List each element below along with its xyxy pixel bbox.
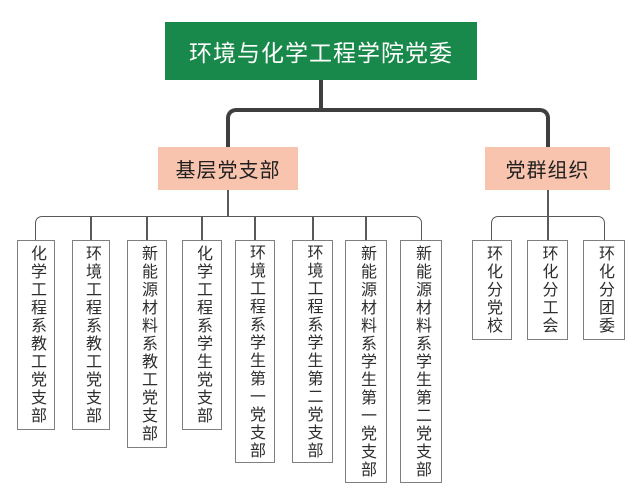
org-node-leaf: 新能源材料系学生第二党支部 [400, 240, 442, 483]
org-node-leaf: 新能源材料系教工党支部 [127, 240, 167, 448]
connector-child-stub [201, 217, 203, 240]
org-node-leaf: 环境工程系学生第二党支部 [292, 240, 333, 463]
org-node-leaf: 化学工程系教工党支部 [17, 240, 55, 430]
leaf-label: 环境工程系教工党支部 [83, 245, 100, 425]
connector-root-stub [319, 80, 323, 112]
org-node-root-label: 环境与化学工程学院党委 [189, 40, 453, 66]
connector-group-a-bus [35, 216, 422, 240]
org-node-leaf: 环化分党校 [472, 240, 512, 340]
connector-group-b-stub [547, 190, 549, 217]
org-node-leaf: 化学工程系学生党支部 [182, 240, 222, 430]
leaf-label: 环化分团委 [596, 245, 613, 335]
org-node-leaf: 环化分团委 [583, 240, 625, 340]
connector-group-a-stub [227, 190, 229, 217]
org-node-leaf: 新能源材料系学生第一党支部 [345, 240, 387, 483]
org-node-group-grassroots-branches: 基层党支部 [158, 147, 298, 190]
connector-root-to-groups [226, 108, 550, 147]
connector-child-stub [365, 217, 367, 240]
leaf-label: 环境工程系学生第二党支部 [304, 243, 322, 460]
org-node-root: 环境与化学工程学院党委 [165, 22, 477, 80]
connector-child-stub [146, 217, 148, 240]
group-label: 基层党支部 [175, 160, 281, 182]
group-label: 党群组织 [505, 160, 590, 182]
leaf-label: 新能源材料系教工党支部 [139, 245, 156, 443]
connector-child-stub [254, 217, 256, 240]
leaf-label: 环境工程系学生第一党支部 [247, 243, 264, 460]
leaf-label: 新能源材料系学生第二党支部 [413, 244, 430, 479]
org-node-leaf: 环境工程系学生第一党支部 [235, 240, 275, 463]
leaf-label: 环化分工会 [539, 245, 557, 335]
org-node-leaf: 环境工程系教工党支部 [72, 240, 110, 430]
connector-child-stub [90, 217, 92, 240]
leaf-label: 化学工程系教工党支部 [28, 245, 45, 425]
leaf-label: 新能源材料系学生第一党支部 [358, 244, 375, 479]
connector-child-stub [312, 217, 314, 240]
connector-group-b-bus [491, 216, 605, 240]
leaf-label: 环化分党校 [484, 245, 501, 335]
connector-child-stub [547, 217, 549, 240]
org-node-group-party-mass-orgs: 党群组织 [485, 147, 610, 190]
org-node-leaf: 环化分工会 [527, 240, 568, 340]
leaf-label: 化学工程系学生党支部 [194, 245, 211, 425]
